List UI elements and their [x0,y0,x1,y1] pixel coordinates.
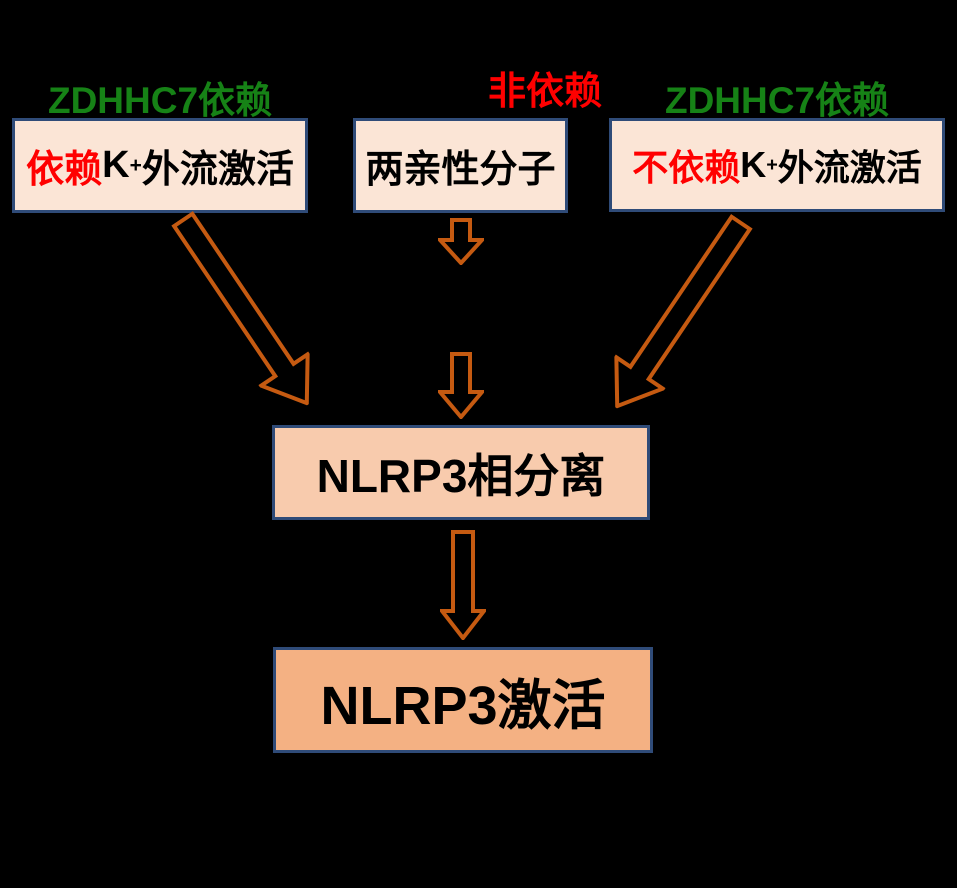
right-box-superscript: + [766,153,778,176]
left-dependency-label: ZDHHC7依赖 [47,80,273,121]
middle-dependency-label: 非依赖 [487,71,602,113]
nlrp3-activation-label: NLRP3激活 [320,675,606,736]
nlrp3-activation-box: NLRP3激活 [273,647,653,753]
right-diagonal-arrow-icon [614,213,753,409]
left-box-k: K [102,144,130,186]
left-box-rest: 外流激活 [141,149,294,191]
middle-stimulus-box: 两亲性分子 [353,118,568,213]
left-box-superscript: + [129,153,142,177]
center-down-arrow-icon [440,530,486,640]
phase-separation-box: NLRP3相分离 [272,425,650,520]
middle-box-label: 两亲性分子 [365,149,556,191]
right-box-highlight: 不依赖 [632,147,741,188]
phase-separation-label: NLRP3相分离 [316,449,606,502]
right-box-k: K [740,144,767,185]
middle-lower-arrow-icon [438,352,484,419]
left-box-highlight: 依赖 [26,149,103,191]
right-box-rest: 外流激活 [777,147,922,188]
left-diagonal-arrow-icon [171,210,310,406]
right-dependency-label: ZDHHC7依赖 [664,80,890,121]
middle-upper-arrow-icon [438,218,484,265]
